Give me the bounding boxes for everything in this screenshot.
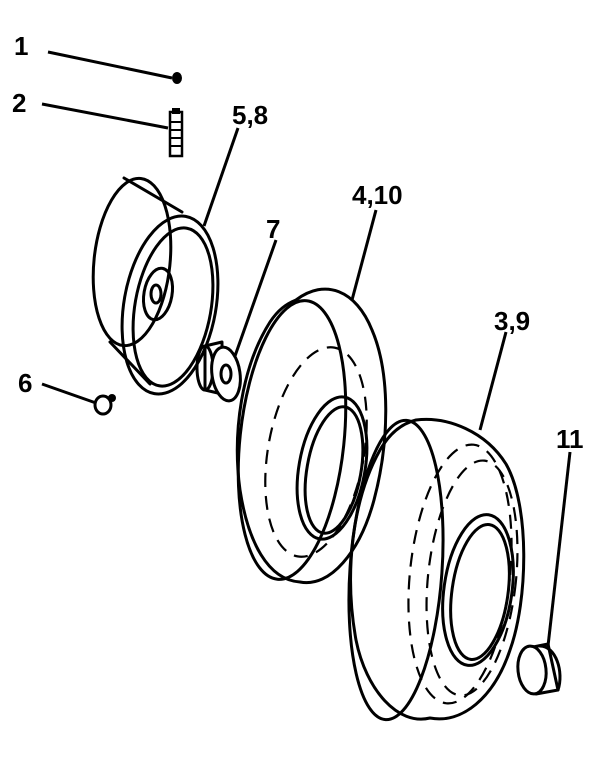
callout-7: 7 bbox=[266, 214, 280, 244]
part-5-8-rim bbox=[91, 127, 240, 396]
callout-3-9: 3,9 bbox=[494, 306, 530, 336]
callout-4-10: 4,10 bbox=[352, 180, 403, 210]
part-1-valve-cap bbox=[47, 50, 182, 84]
part-7-bushing bbox=[195, 239, 278, 403]
part-2-valve-stem bbox=[41, 102, 184, 158]
callout-11: 11 bbox=[556, 424, 584, 454]
callout-6: 6 bbox=[18, 368, 32, 398]
callout-5-8: 5,8 bbox=[232, 100, 268, 130]
part-6-screw bbox=[41, 382, 116, 416]
callout-1: 1 bbox=[14, 31, 28, 61]
part-3-9-tire-outer bbox=[347, 331, 526, 722]
callout-2: 2 bbox=[12, 88, 26, 118]
part-11-hub-cap bbox=[516, 451, 572, 696]
part-4-10-tire-inner bbox=[235, 209, 388, 585]
